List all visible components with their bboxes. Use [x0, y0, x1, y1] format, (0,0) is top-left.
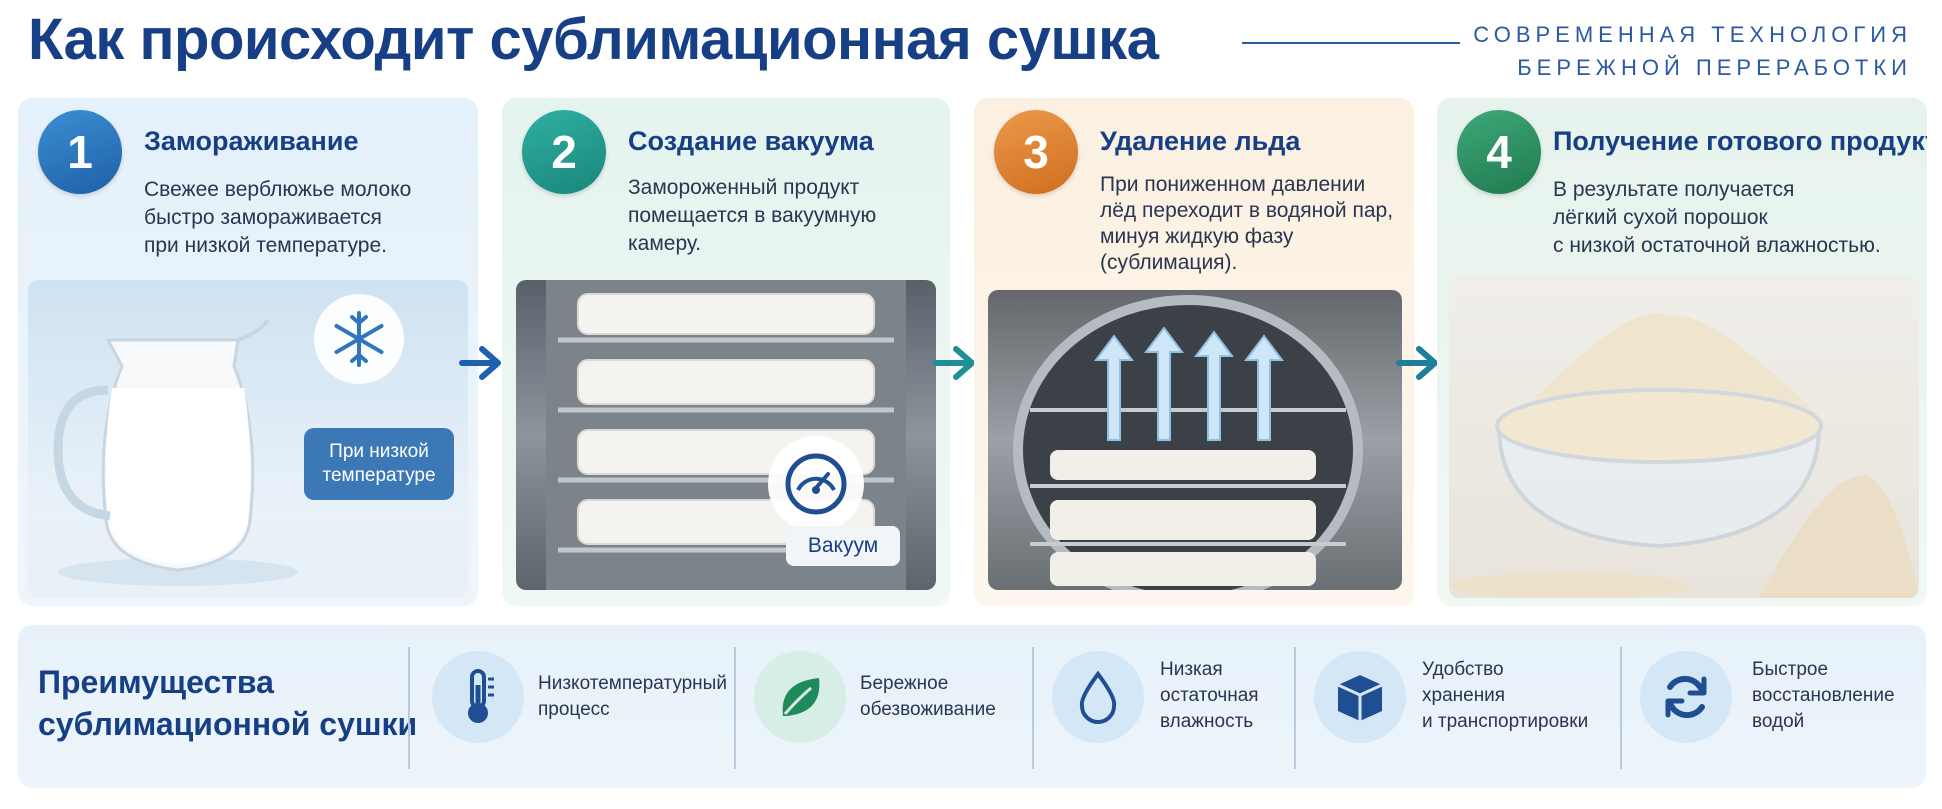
- arrow-right-icon: [1396, 346, 1438, 380]
- step-number: 1: [38, 110, 122, 194]
- step-card-vacuum: 2 Создание вакуума Замороженный продукт …: [502, 98, 950, 606]
- vacuum-label: Вакуум: [786, 526, 900, 566]
- step-title: Замораживание: [144, 126, 359, 156]
- sublimation-illustration: [1013, 295, 1363, 590]
- snowflake-badge: [314, 294, 404, 384]
- advantages-panel: Преимущества сублимационной сушки Низкот…: [18, 625, 1926, 788]
- divider: [408, 647, 410, 769]
- steam-arrows-icon: [1094, 326, 1284, 441]
- divider: [734, 647, 736, 769]
- step-description: Свежее верблюжье молоко быстро заморажив…: [144, 178, 412, 257]
- droplet-icon: [1052, 651, 1144, 743]
- arrow-right-icon: [933, 346, 975, 380]
- step-number: 3: [994, 110, 1078, 194]
- box-icon: [1314, 651, 1406, 743]
- step-description: В результате получается лёгкий сухой пор…: [1553, 178, 1881, 257]
- snowflake-icon: [334, 311, 384, 367]
- advantages-title: Преимущества сублимационной сушки: [38, 664, 418, 742]
- advantage-label: Удобство хранения и транспортировки: [1422, 659, 1589, 732]
- step-card-freezing: 1 Замораживание Свежее верблюжье молоко …: [18, 98, 478, 606]
- gauge-icon: [785, 453, 847, 515]
- step-description: При пониженном давлении лёд переходит в …: [1100, 173, 1394, 274]
- thermometer-icon: [432, 651, 524, 743]
- advantage-label: Низкотемпературный процесс: [538, 673, 727, 720]
- divider: [1032, 647, 1034, 769]
- step-title: Удаление льда: [1100, 126, 1301, 156]
- step-card-final-product: 4 Получение готового продукта В результа…: [1437, 98, 1927, 606]
- step-title: Создание вакуума: [628, 126, 874, 156]
- page-title: Как происходит сублимационная сушка: [28, 7, 1159, 72]
- page-subtitle: СОВРЕМЕННАЯ ТЕХНОЛОГИЯ БЕРЕЖНОЙ ПЕРЕРАБО…: [1473, 22, 1912, 80]
- milk-jug-illustration: [28, 318, 468, 598]
- vacuum-gauge-badge: [768, 436, 864, 532]
- refresh-icon: [1640, 651, 1732, 743]
- advantage-label: Бережное обезвоживание: [860, 673, 996, 720]
- step-card-ice-removal: 3 Удаление льда При пониженном давлении …: [974, 98, 1414, 606]
- step-description: Замороженный продукт помещается в вакуум…: [628, 176, 877, 255]
- step-number: 2: [522, 110, 606, 194]
- title-divider: [1242, 42, 1460, 44]
- sublimation-chamber-image: [988, 290, 1402, 590]
- step-number: 4: [1457, 110, 1541, 194]
- low-temperature-badge: При низкой температуре: [304, 428, 454, 500]
- advantage-label: Быстрое восстановление водой: [1752, 659, 1895, 732]
- leaf-icon: [754, 651, 846, 743]
- powder-bowl-icon: [1449, 313, 1919, 598]
- arrow-right-icon: [459, 346, 501, 380]
- divider: [1294, 647, 1296, 769]
- advantage-label: Низкая остаточная влажность: [1160, 659, 1259, 732]
- step-title: Получение готового продукта: [1553, 126, 1927, 156]
- powder-bowl-image: [1449, 276, 1919, 598]
- divider: [1620, 647, 1622, 769]
